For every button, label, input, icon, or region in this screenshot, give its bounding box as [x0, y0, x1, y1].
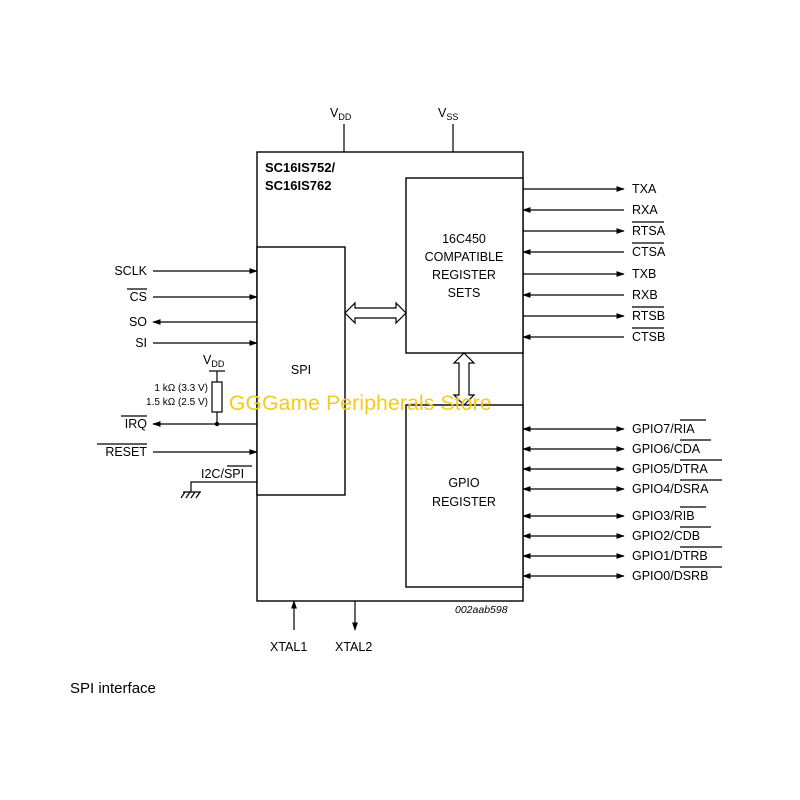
- pin-i2c-spi-label: I2C/SPI: [201, 467, 244, 481]
- pin-irq-label: IRQ: [125, 417, 148, 431]
- watermark-text: GGGame Peripherals Store: [229, 392, 492, 415]
- pin-rxa-label: RXA: [632, 203, 658, 217]
- pull-up-resistor: [211, 381, 223, 413]
- pin-rtsb-label: RTSB: [632, 309, 665, 323]
- gpio-register-block: [405, 404, 524, 588]
- pin-gpio5-label: GPIO5/DTRA: [632, 462, 708, 476]
- svg-text:VSS: VSS: [438, 106, 458, 122]
- register-block-line1: 16C450: [442, 232, 486, 246]
- pin-ctsa-label: CTSA: [632, 245, 666, 259]
- pin-gpio4-label: GPIO4/DSRA: [632, 482, 709, 496]
- register-sets-block: [405, 177, 524, 354]
- pin-txa-label: TXA: [632, 182, 657, 196]
- resistor-vdd-label: VDD: [203, 353, 225, 369]
- spi-block-label: SPI: [291, 363, 311, 377]
- register-block-line3: REGISTER: [432, 268, 496, 282]
- pin-sclk-label: SCLK: [114, 264, 147, 278]
- pin-gpio1-label: GPIO1/DTRB: [632, 549, 708, 563]
- gpio-block-line2: REGISTER: [432, 495, 496, 509]
- pin-xtal2-label: XTAL2: [335, 640, 372, 654]
- pin-rtsa-label: RTSA: [632, 224, 666, 238]
- spi-register-bus-arrow: [344, 301, 407, 325]
- pin-cs-label: CS: [130, 290, 147, 304]
- register-block-line2: COMPATIBLE: [425, 250, 504, 264]
- pin-si-label: SI: [135, 336, 147, 350]
- spi-block: [256, 246, 346, 496]
- resistor-value-1: 1 kΩ (3.3 V): [154, 383, 208, 394]
- pin-so-label: SO: [129, 315, 147, 329]
- figure-caption: SPI interface: [70, 680, 156, 697]
- vss-supply-label: VSS: [438, 106, 458, 122]
- pin-gpio3-label: GPIO3/RIB: [632, 509, 695, 523]
- pin-rxb-label: RXB: [632, 288, 658, 302]
- pin-i2c-spi-wire: [190, 481, 257, 492]
- svg-text:VDD: VDD: [203, 353, 225, 369]
- vdd-supply-label: VDD: [330, 106, 352, 122]
- chip-title-line2: SC16IS762: [265, 178, 332, 193]
- pin-gpio6-label: GPIO6/CDA: [632, 442, 701, 456]
- gpio-block-line1: GPIO: [448, 476, 480, 490]
- resistor-value-2: 1.5 kΩ (2.5 V): [146, 397, 208, 408]
- register-gpio-bus-arrow: [452, 352, 476, 406]
- pin-reset-label: RESET: [105, 445, 147, 459]
- figure-reference: 002aab598: [455, 604, 508, 616]
- chip-title-line1: SC16IS752/: [265, 160, 335, 175]
- pin-ctsb-label: CTSB: [632, 330, 665, 344]
- ground-icon: [180, 491, 201, 499]
- register-block-line4: SETS: [448, 286, 481, 300]
- pin-gpio0-label: GPIO0/DSRB: [632, 569, 708, 583]
- svg-text:VDD: VDD: [330, 106, 352, 122]
- pin-xtal1-label: XTAL1: [270, 640, 307, 654]
- svg-text:I2C/SPI: I2C/SPI: [201, 467, 244, 481]
- pin-txb-label: TXB: [632, 267, 656, 281]
- pin-gpio2-label: GPIO2/CDB: [632, 529, 700, 543]
- pin-gpio7-label: GPIO7/RIA: [632, 422, 695, 436]
